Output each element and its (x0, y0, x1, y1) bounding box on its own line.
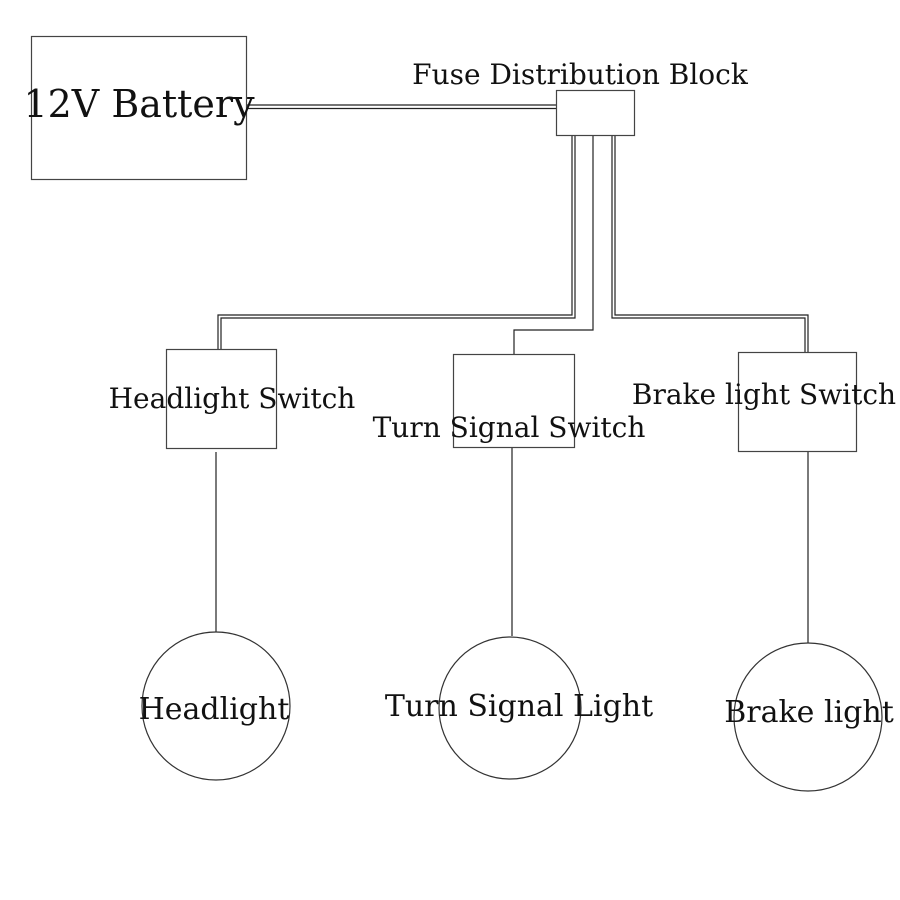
headlight-node: Headlight (139, 631, 291, 781)
battery-box (30, 35, 248, 181)
brake-light-switch-box (737, 351, 858, 453)
fuse-block-box (555, 89, 636, 137)
headlight-circle (141, 631, 291, 781)
wire-fuse-to-turn-signal-switch (513, 134, 594, 355)
brake-light-node: Brake light (724, 642, 894, 792)
turn-signal-switch-box (452, 353, 576, 449)
turn-signal-light-node: Turn Signal Light (385, 636, 653, 780)
battery-label: 12V Battery (23, 82, 255, 126)
wire-fuse-to-brake-switch (611, 136, 809, 352)
brake-light-switch-node: Brake light Switch (632, 351, 896, 453)
brake-light-circle (733, 642, 883, 792)
turn-signal-switch-label: Turn Signal Switch (373, 411, 646, 444)
turn-signal-light-label: Turn Signal Light (385, 689, 653, 724)
brake-light-label: Brake light (724, 695, 894, 730)
fuse-block-node: Fuse Distribution Block (412, 58, 749, 137)
wire-fuse-to-headlight-switch (217, 136, 576, 350)
turn-signal-switch-node: Turn Signal Switch (373, 353, 646, 449)
headlight-switch-label: Headlight Switch (109, 382, 356, 415)
battery-node: 12V Battery (23, 35, 255, 181)
brake-light-switch-label: Brake light Switch (632, 378, 896, 411)
wire-battery-to-fuse (246, 104, 556, 110)
headlight-switch-box (165, 348, 278, 450)
turn-signal-light-circle (438, 636, 582, 780)
headlight-label: Headlight (139, 692, 290, 727)
fuse-block-label: Fuse Distribution Block (412, 58, 749, 91)
headlight-switch-node: Headlight Switch (109, 348, 356, 450)
